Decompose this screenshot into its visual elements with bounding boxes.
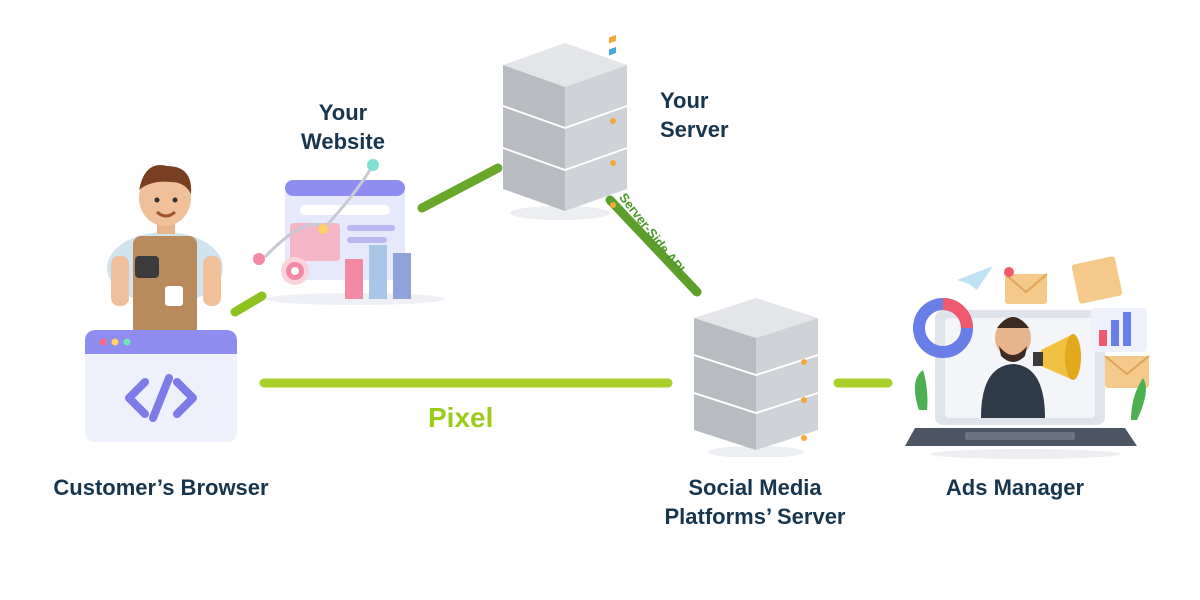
browser-label: Customer’s Browser: [53, 475, 269, 500]
your-server-node: [495, 35, 635, 220]
ads-manager-label: Ads Manager: [945, 475, 1085, 500]
social-server-label: Social Media Platforms’ Server: [630, 473, 880, 531]
website-label-line1: Your: [318, 100, 368, 125]
ads-manager-node: [905, 250, 1170, 460]
website-server-link: [417, 163, 503, 213]
server-api-link: [605, 195, 702, 297]
barista-person-icon: [85, 165, 237, 442]
social-server-label-line1: Social Media: [688, 475, 822, 500]
server-rack-icon: [694, 298, 818, 457]
website-node: [245, 155, 445, 305]
ads-manager-laptop-icon: [905, 256, 1150, 459]
pixel-label: Pixel: [428, 402, 494, 433]
website-label: Your Website: [278, 98, 408, 156]
browser-website-link: [230, 291, 267, 317]
server-label: Your Server: [640, 86, 760, 144]
website-label-line2: Website: [301, 129, 385, 154]
server-label-line1: Your: [660, 88, 709, 113]
customer-browser-node: [75, 160, 255, 450]
code-window-icon: [85, 330, 237, 442]
social-server-label-line2: Platforms’ Server: [664, 504, 846, 529]
social-server-node: [688, 292, 828, 457]
server-rack-icon: [503, 35, 627, 220]
website-analytics-icon: [253, 159, 445, 305]
server-label-line2: Server: [660, 117, 729, 142]
